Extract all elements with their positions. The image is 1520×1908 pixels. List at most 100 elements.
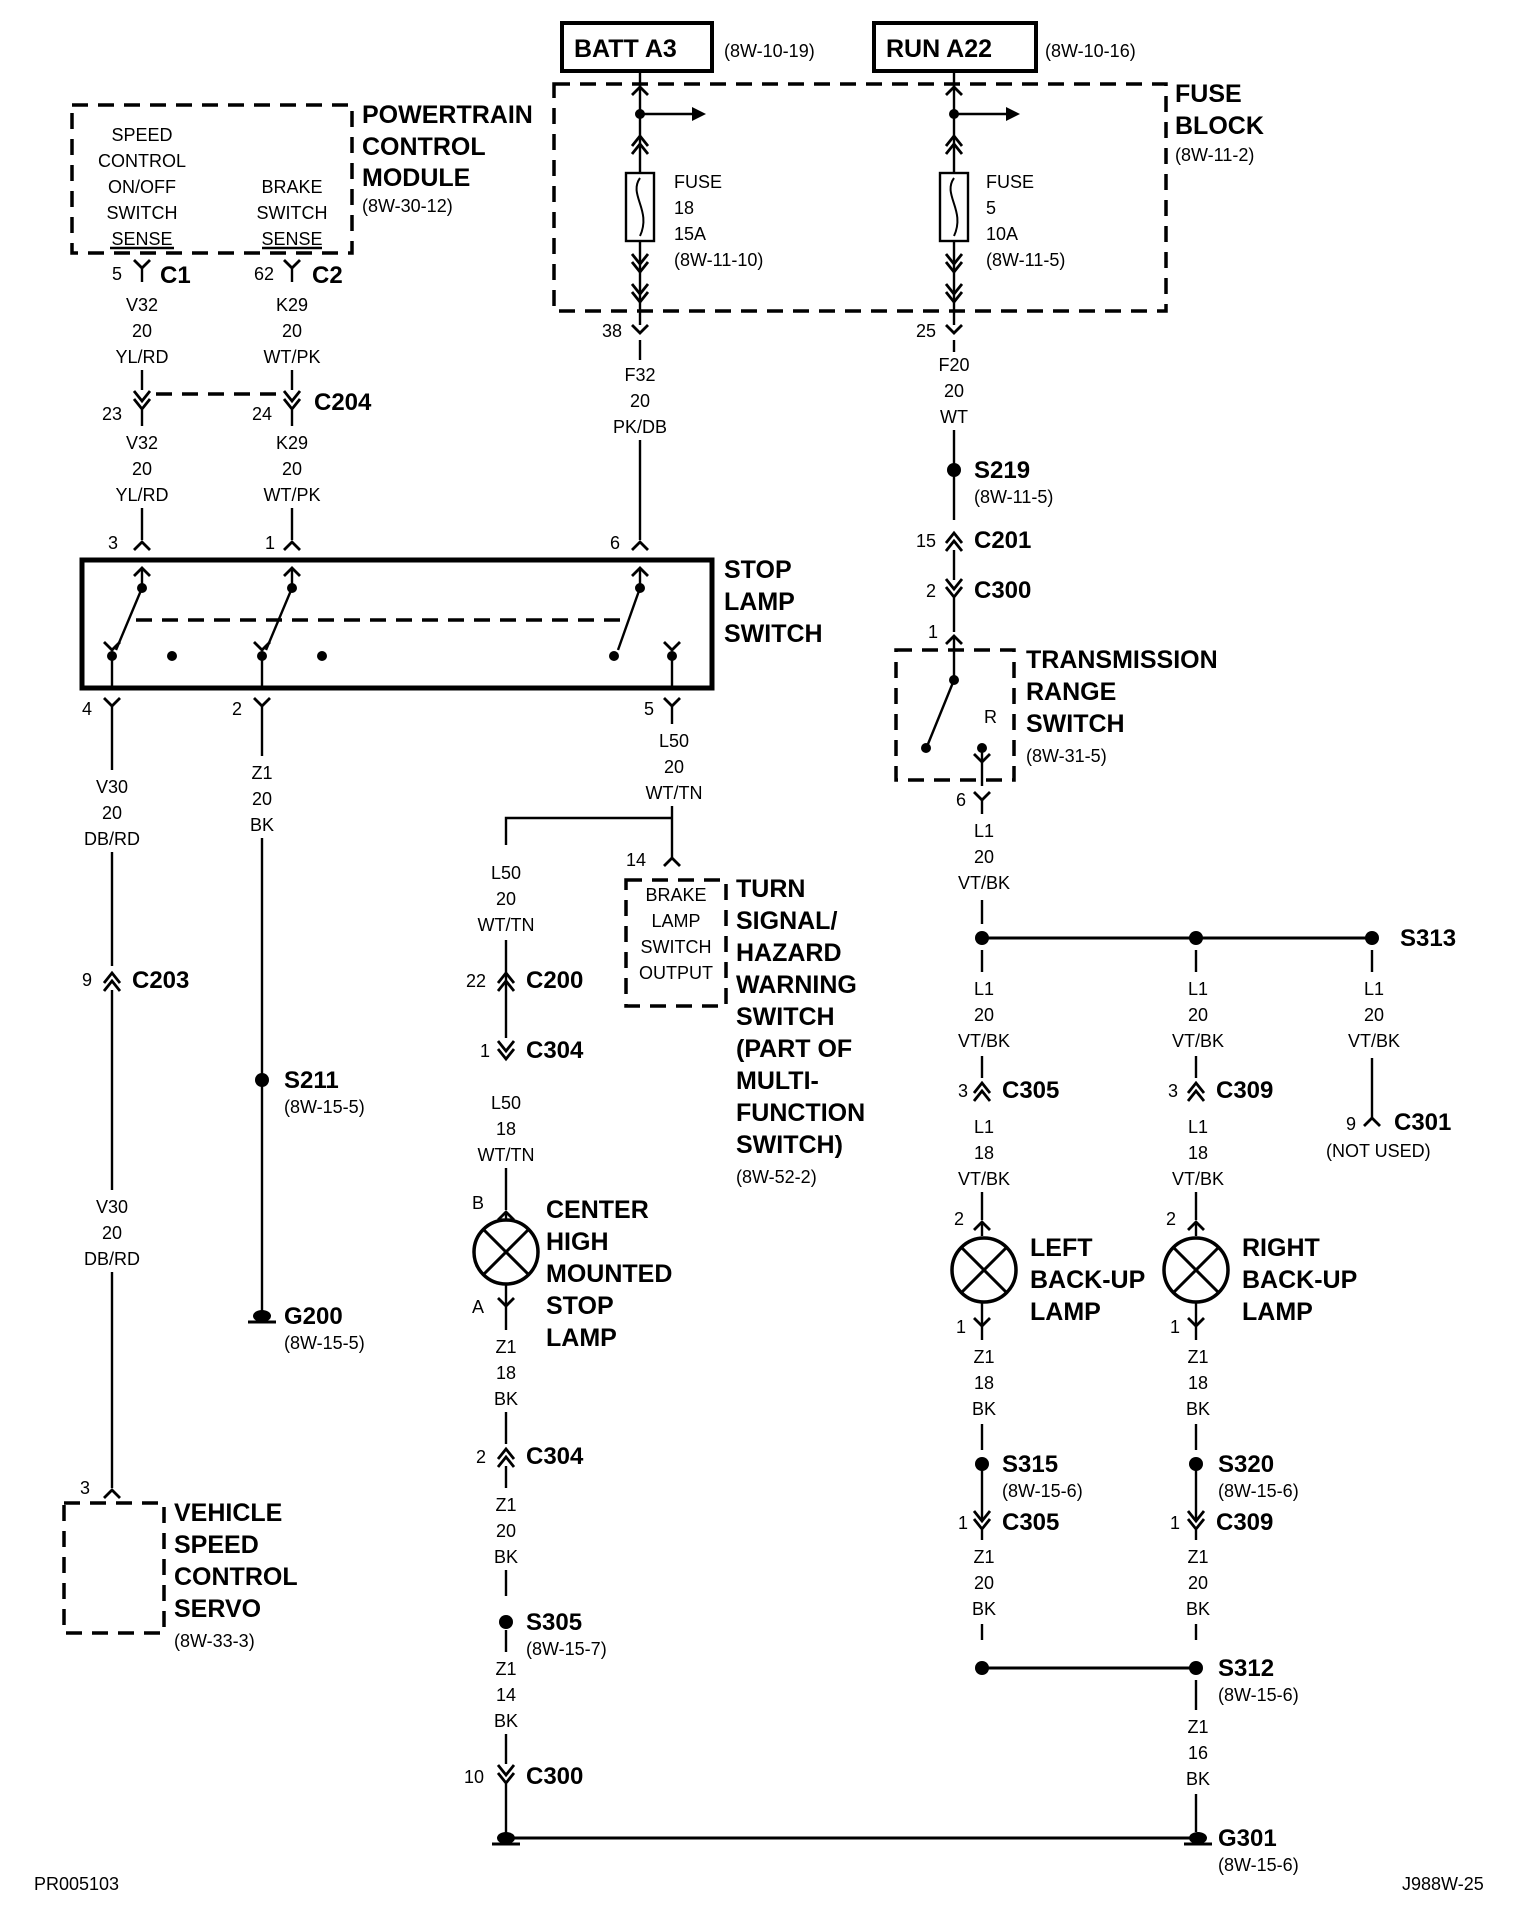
servo-title-1: VEHICLE — [174, 1499, 282, 1527]
pcm-sc-2: CONTROL — [98, 151, 186, 171]
wire-v30a-id: V30 — [96, 777, 128, 797]
pcm-title-3: MODULE — [362, 164, 470, 192]
wire-l50c-color: WT/TN — [478, 1145, 535, 1165]
left-lamp-pin-1: 1 — [956, 1317, 966, 1337]
trs-r-label: R — [984, 707, 997, 727]
wire-l1a-id: L1 — [974, 821, 994, 841]
splice-s315: S315 — [1002, 1451, 1058, 1478]
pcm-sc-1: SPEED — [111, 125, 172, 145]
connector-c204: C204 — [314, 389, 372, 416]
fuse-5-ref: (8W-11-5) — [986, 250, 1065, 270]
wire-v32b-id: V32 — [126, 433, 158, 453]
wire-v32b-color: YL/RD — [115, 485, 168, 505]
wire-l1c-gauge: 20 — [1188, 1005, 1208, 1025]
fuse-18-l3: 15A — [674, 224, 706, 244]
wire-l1b-gauge: 20 — [974, 1005, 994, 1025]
wire-k29a-color: WT/PK — [264, 347, 321, 367]
wire-z1e-id: Z1 — [973, 1347, 994, 1367]
right-lamp-title-3: LAMP — [1242, 1298, 1313, 1326]
connector-c201: C201 — [974, 527, 1031, 554]
wire-f20-color: WT — [940, 407, 968, 427]
wire-z1f-gauge: 18 — [1188, 1373, 1208, 1393]
wire-v32a-color: YL/RD — [115, 347, 168, 367]
connector-c305a: C305 — [1002, 1077, 1059, 1104]
wire-l1c-id: L1 — [1188, 979, 1208, 999]
chmsl-title-2: HIGH — [546, 1228, 609, 1256]
pin-25: 25 — [916, 321, 936, 341]
wire-l1e-color: VT/BK — [958, 1169, 1010, 1189]
fuse-block-title-2: BLOCK — [1175, 112, 1264, 140]
fuse-5-l2: 5 — [986, 198, 996, 218]
chmsl-title-1: CENTER — [546, 1196, 649, 1224]
wire-k29b-id: K29 — [276, 433, 308, 453]
ts-title-1: TURN — [736, 875, 805, 903]
pin-2-c304b: 2 — [476, 1447, 486, 1467]
wire-f20-id: F20 — [938, 355, 969, 375]
splice-s320-ref: (8W-15-6) — [1218, 1481, 1299, 1501]
wire-z1e-gauge: 18 — [974, 1373, 994, 1393]
wire-v30b-gauge: 20 — [102, 1223, 122, 1243]
wire-z1i-color: BK — [1186, 1769, 1210, 1789]
ts-b4: OUTPUT — [639, 963, 713, 983]
connector-c309b: C309 — [1216, 1509, 1273, 1536]
wire-z1g-id: Z1 — [973, 1547, 994, 1567]
pin-1-c309b: 1 — [1170, 1513, 1180, 1533]
wire-v30a-color: DB/RD — [84, 829, 140, 849]
connector-c200: C200 — [526, 967, 583, 994]
pin-2-c300a: 2 — [926, 581, 936, 601]
chmsl-pin-a: A — [472, 1297, 484, 1317]
chmsl-title-4: STOP — [546, 1292, 614, 1320]
splice-s320: S320 — [1218, 1451, 1274, 1478]
sls-pin-4: 4 — [82, 699, 92, 719]
connector-c309a: C309 — [1216, 1077, 1273, 1104]
wire-l50c-gauge: 18 — [496, 1119, 516, 1139]
wire-k29a-gauge: 20 — [282, 321, 302, 341]
wire-z1b-color: BK — [494, 1389, 518, 1409]
pin-15-c201: 15 — [916, 531, 936, 551]
wire-l1a-gauge: 20 — [974, 847, 994, 867]
trs-pin-6: 6 — [956, 790, 966, 810]
servo-ref: (8W-33-3) — [174, 1631, 255, 1651]
wire-l1a-color: VT/BK — [958, 873, 1010, 893]
pcm-bs-3: SENSE — [261, 229, 322, 249]
right-lamp-title-1: RIGHT — [1242, 1234, 1320, 1262]
pin-1-c304a: 1 — [480, 1041, 490, 1061]
wire-l1c-color: VT/BK — [1172, 1031, 1224, 1051]
fuse-block-title-1: FUSE — [1175, 80, 1242, 108]
pcm-ref: (8W-30-12) — [362, 196, 453, 216]
wire-l1d-id: L1 — [1364, 979, 1384, 999]
wire-k29b-gauge: 20 — [282, 459, 302, 479]
connector-c2: C2 — [312, 262, 343, 289]
sls-pin-3: 3 — [108, 533, 118, 553]
turn-signal-pin-14: 14 — [626, 850, 646, 870]
fuse-block-ref: (8W-11-2) — [1175, 145, 1254, 165]
ground-g301-ref: (8W-15-6) — [1218, 1855, 1299, 1875]
wire-l1e-gauge: 18 — [974, 1143, 994, 1163]
pcm-sc-5: SENSE — [111, 229, 172, 249]
servo-title-2: SPEED — [174, 1531, 259, 1559]
chmsl-title-3: MOUNTED — [546, 1260, 672, 1288]
wire-z1d-color: BK — [494, 1711, 518, 1731]
trs-title-2: RANGE — [1026, 678, 1116, 706]
sls-pin-5: 5 — [644, 699, 654, 719]
pin-c1: 5 — [112, 264, 122, 284]
splice-s315-ref: (8W-15-6) — [1002, 1481, 1083, 1501]
ground-g200-ref: (8W-15-5) — [284, 1333, 365, 1353]
turn-signal-brake-output-box — [624, 878, 728, 1008]
wire-v32a-gauge: 20 — [132, 321, 152, 341]
wire-k29a-id: K29 — [276, 295, 308, 315]
splice-s211: S211 — [284, 1067, 339, 1094]
ts-title-2: SIGNAL/ — [736, 907, 837, 935]
wire-v30a-gauge: 20 — [102, 803, 122, 823]
fuse-block-outline — [552, 82, 1168, 313]
pin-c2: 62 — [254, 264, 274, 284]
wire-l1b-id: L1 — [974, 979, 994, 999]
wire-z1g-gauge: 20 — [974, 1573, 994, 1593]
footer-right-id: J988W-25 — [1402, 1874, 1484, 1894]
ts-title-6: (PART OF — [736, 1035, 852, 1063]
connector-c301: C301 — [1394, 1109, 1451, 1136]
left-lamp-title-2: BACK-UP — [1030, 1266, 1145, 1294]
wire-z1a-gauge: 20 — [252, 789, 272, 809]
wire-z1h-color: BK — [1186, 1599, 1210, 1619]
